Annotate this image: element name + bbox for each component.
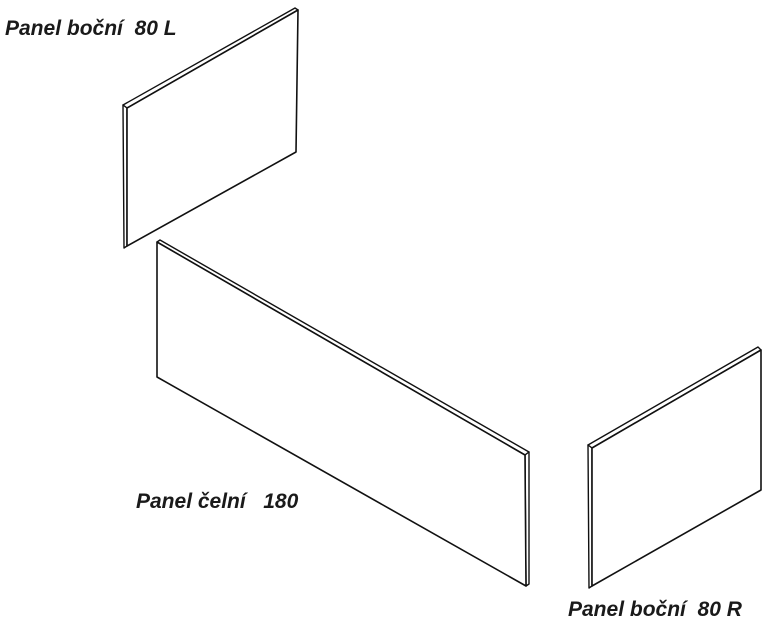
label-side-panel-left: Panel boční 80 L — [5, 17, 177, 40]
front-panel — [156, 239, 530, 587]
side-panel-left-face — [126, 9, 299, 247]
side-panel-right-face — [591, 349, 762, 587]
side-panel-left — [122, 7, 299, 249]
side-panel-right — [587, 346, 762, 589]
label-front-panel: Panel čelní 180 — [136, 490, 299, 513]
label-side-panel-right: Panel boční 80 R — [568, 598, 742, 621]
front-panel-face — [156, 241, 527, 587]
